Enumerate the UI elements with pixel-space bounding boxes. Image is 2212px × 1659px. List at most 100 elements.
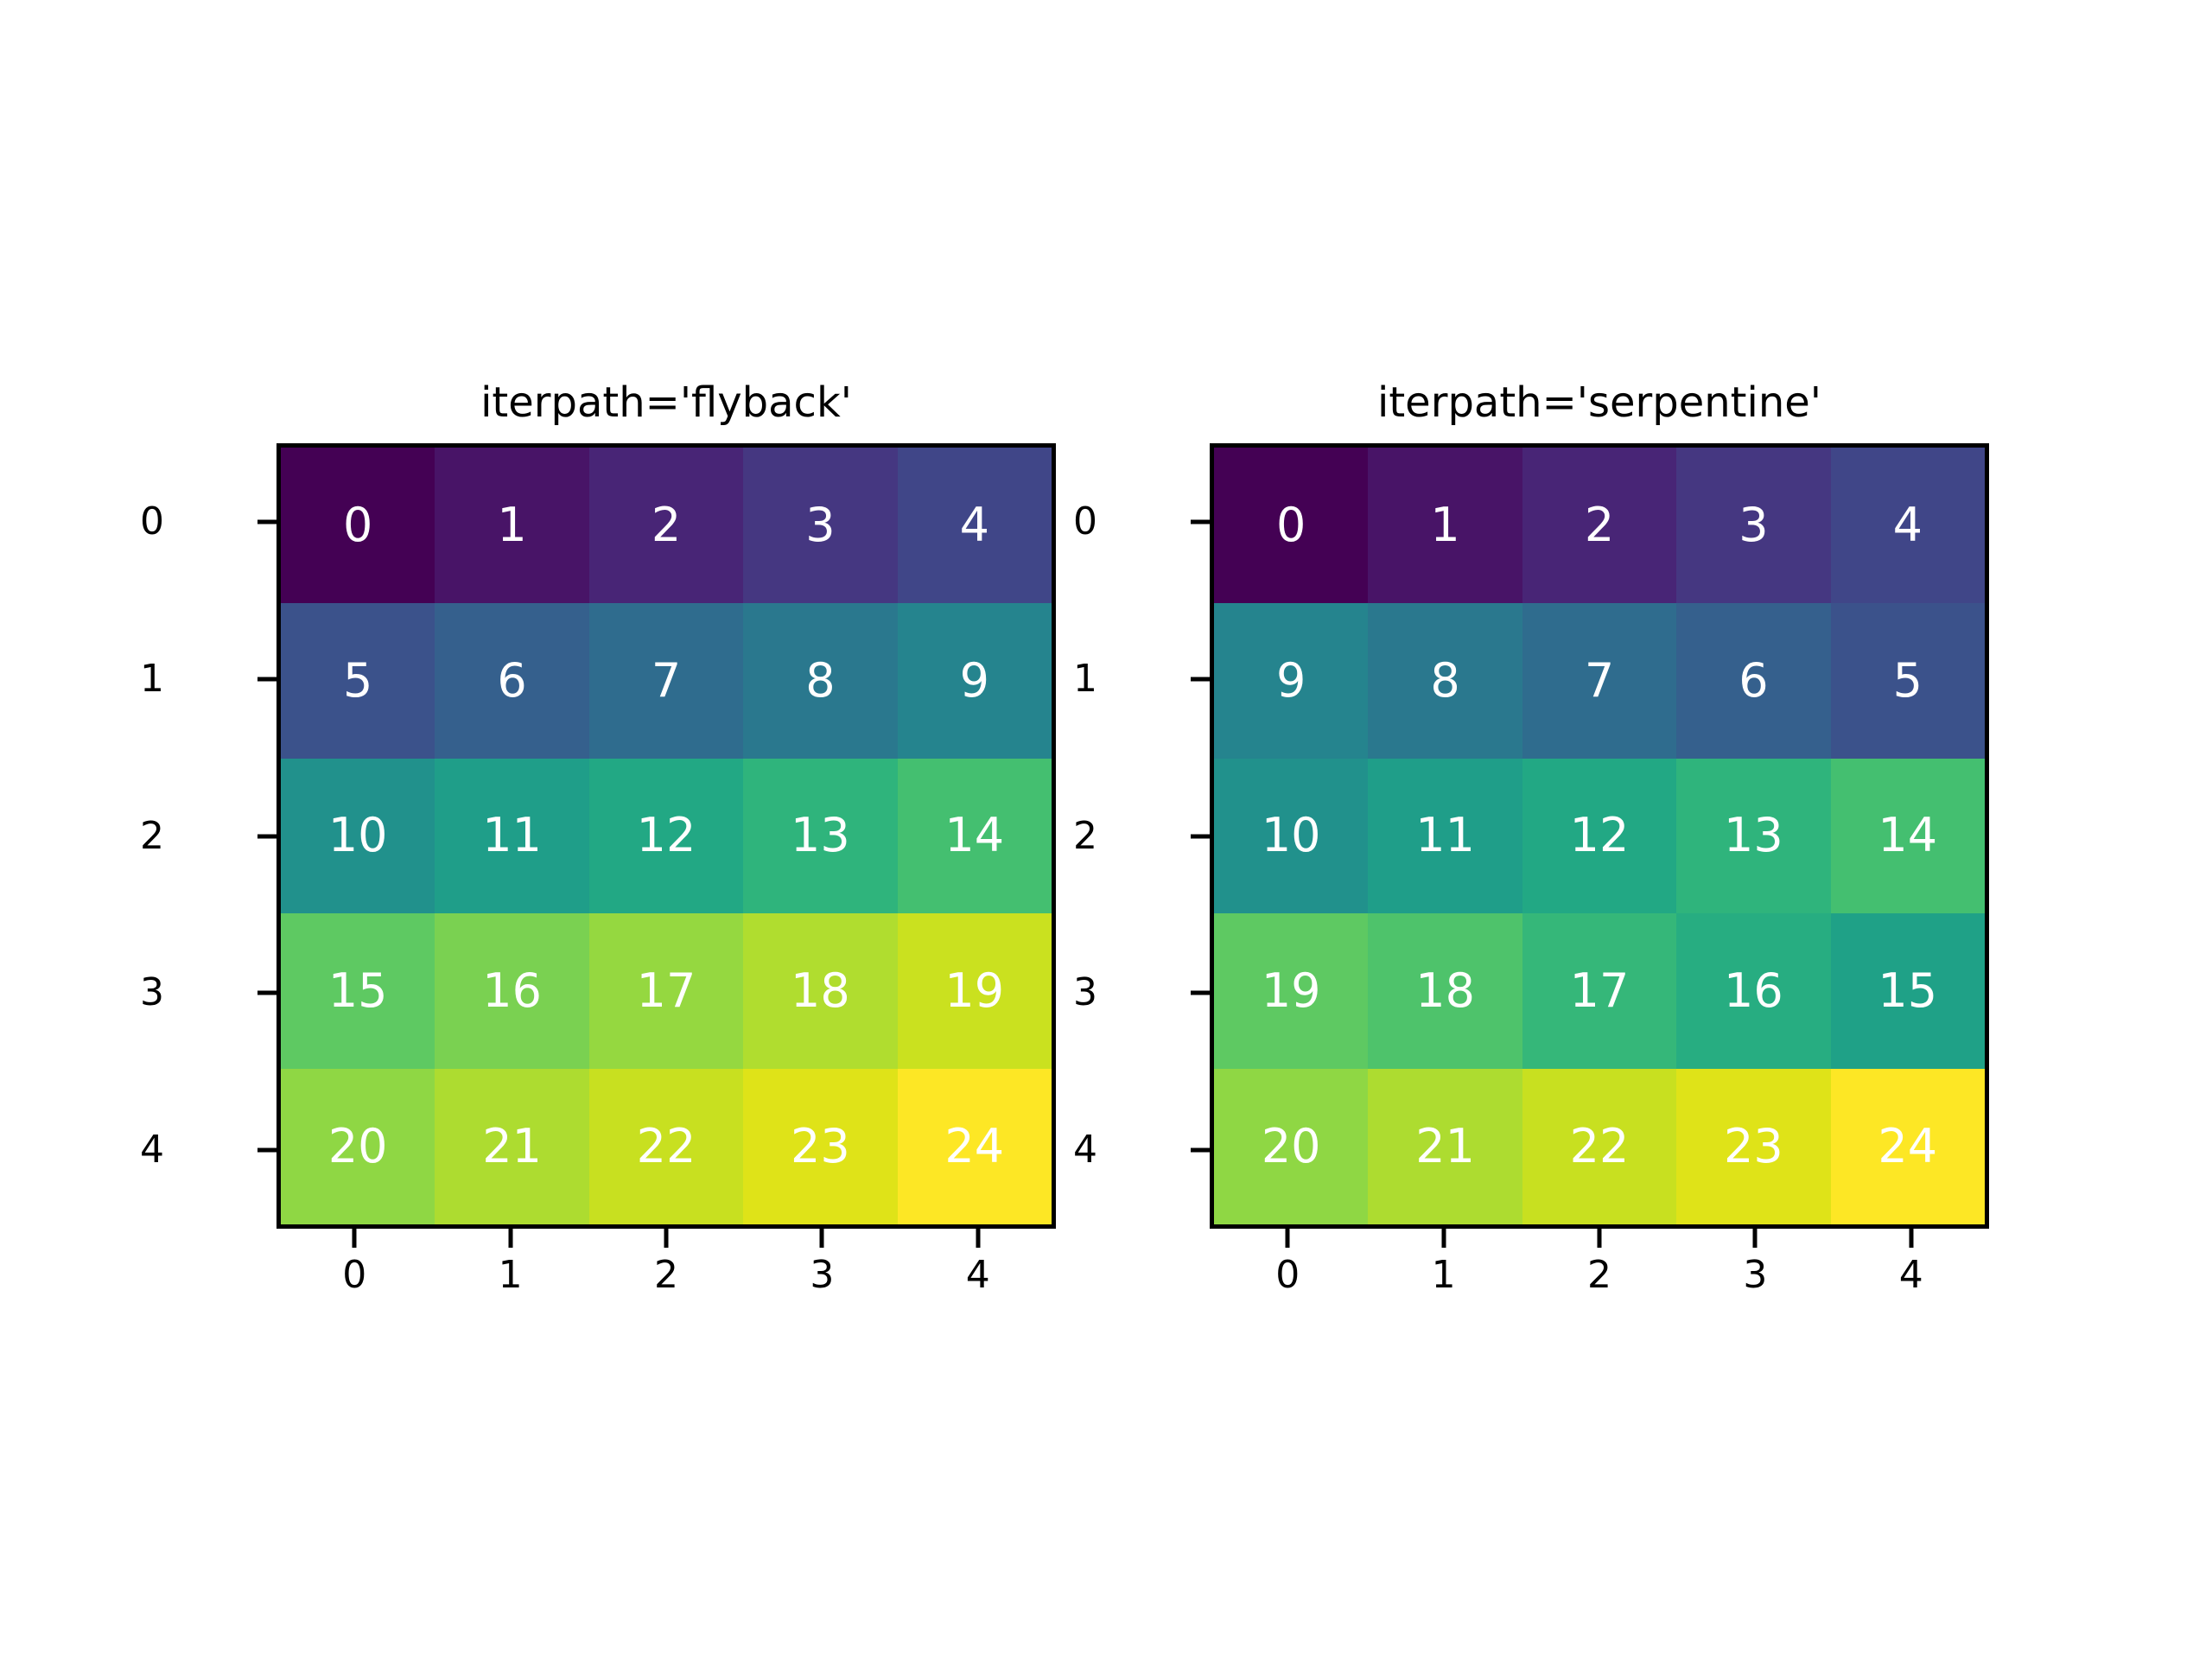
y-tick-mark-4 bbox=[257, 1147, 276, 1153]
heatmap-cell: 15 bbox=[281, 913, 435, 1070]
y-tick-label-1: 1 bbox=[140, 656, 164, 701]
heatmap-cell: 16 bbox=[435, 913, 589, 1070]
heatmap-cell: 9 bbox=[897, 602, 1052, 759]
x-tick-label-3: 3 bbox=[1743, 1253, 1768, 1297]
heatmap-cell: 8 bbox=[1368, 602, 1522, 759]
heatmap-cell-value: 2 bbox=[651, 497, 682, 552]
heatmap-cell-value: 7 bbox=[651, 652, 682, 708]
y-tick-mark-4 bbox=[1191, 1147, 1210, 1153]
heatmap-cell: 19 bbox=[1214, 913, 1369, 1070]
x-tick-mark-4 bbox=[976, 1229, 981, 1248]
x-tick-mark-0 bbox=[352, 1229, 357, 1248]
heatmap-cell-value: 13 bbox=[791, 808, 850, 863]
subplot-title-flyback: iterpath='flyback' bbox=[480, 378, 852, 427]
heatmap-cell-value: 6 bbox=[497, 652, 527, 708]
heatmap-cell: 17 bbox=[588, 913, 744, 1070]
heatmap-cell-value: 23 bbox=[1724, 1119, 1783, 1174]
heatmap-cell-value: 1 bbox=[497, 497, 527, 552]
heatmap-cell: 10 bbox=[1214, 758, 1369, 914]
heatmap-cell-value: 17 bbox=[1569, 963, 1630, 1019]
y-tick-label-0: 0 bbox=[140, 499, 164, 543]
heatmap-cell-value: 8 bbox=[1430, 652, 1460, 708]
heatmap-cell: 13 bbox=[743, 758, 898, 914]
heatmap-cell: 7 bbox=[1522, 602, 1677, 759]
y-tick-label-4: 4 bbox=[1073, 1128, 1097, 1173]
heatmap-cell: 23 bbox=[1676, 1069, 1831, 1224]
x-tick-label-1: 1 bbox=[1431, 1253, 1456, 1297]
heatmap-cell: 9 bbox=[1214, 602, 1369, 759]
heatmap-cell: 5 bbox=[1830, 602, 1985, 759]
x-tick-mark-2 bbox=[1597, 1229, 1602, 1248]
heatmap-cell: 3 bbox=[1676, 448, 1831, 603]
heatmap-cell: 11 bbox=[1368, 758, 1522, 914]
heatmap-cell-value: 5 bbox=[1892, 652, 1923, 708]
heatmap-cell-value: 19 bbox=[1261, 963, 1321, 1019]
heatmap-cell-value: 22 bbox=[636, 1119, 696, 1174]
heatmap-cell: 24 bbox=[1830, 1069, 1985, 1224]
heatmap-cell-value: 8 bbox=[805, 652, 836, 708]
heatmap-cell-value: 5 bbox=[343, 652, 373, 708]
heatmap-cell: 18 bbox=[1368, 913, 1522, 1070]
heatmap-cell-value: 23 bbox=[791, 1119, 850, 1174]
heatmap-cell: 20 bbox=[281, 1069, 435, 1224]
heatmap-cell: 6 bbox=[1676, 602, 1831, 759]
heatmap-cell: 12 bbox=[588, 758, 744, 914]
heatmap-cell-value: 10 bbox=[327, 808, 388, 863]
heatmap-cell: 18 bbox=[743, 913, 898, 1070]
heatmap-cell-value: 24 bbox=[944, 1119, 1005, 1174]
heatmap-cell: 13 bbox=[1676, 758, 1831, 914]
y-tick-mark-2 bbox=[1191, 834, 1210, 838]
x-tick-label-4: 4 bbox=[965, 1253, 990, 1297]
heatmap-cell-value: 18 bbox=[791, 963, 850, 1019]
heatmap-cell: 8 bbox=[743, 602, 898, 759]
heatmap-cell: 22 bbox=[588, 1069, 744, 1224]
x-tick-label-4: 4 bbox=[1898, 1253, 1923, 1297]
heatmap-cell: 6 bbox=[435, 602, 589, 759]
heatmap-cell: 21 bbox=[1368, 1069, 1522, 1224]
heatmap-cell: 22 bbox=[1522, 1069, 1677, 1224]
y-tick-label-4: 4 bbox=[140, 1128, 164, 1173]
x-tick-label-2: 2 bbox=[1587, 1253, 1611, 1297]
heatmap-cell-value: 3 bbox=[805, 497, 836, 552]
heatmap-cell-value: 12 bbox=[636, 808, 696, 863]
heatmap-cell: 16 bbox=[1676, 913, 1831, 1070]
heatmap-cell-value: 17 bbox=[636, 963, 696, 1019]
y-tick-label-3: 3 bbox=[140, 970, 164, 1015]
x-tick-mark-0 bbox=[1285, 1229, 1290, 1248]
heatmap-cell: 4 bbox=[897, 448, 1052, 603]
y-tick-mark-0 bbox=[1191, 519, 1210, 524]
heatmap-cell: 19 bbox=[897, 913, 1052, 1070]
y-tick-mark-2 bbox=[257, 834, 276, 838]
y-tick-mark-0 bbox=[257, 519, 276, 524]
y-tick-label-1: 1 bbox=[1073, 656, 1097, 701]
x-tick-mark-3 bbox=[1752, 1229, 1758, 1248]
heatmap-cell: 5 bbox=[281, 602, 435, 759]
heatmap-cell-value: 6 bbox=[1738, 652, 1769, 708]
heatmap-cell-value: 9 bbox=[1276, 652, 1306, 708]
x-tick-label-3: 3 bbox=[810, 1253, 835, 1297]
heatmap-cell-value: 16 bbox=[1724, 963, 1783, 1019]
heatmap-cell: 11 bbox=[435, 758, 589, 914]
heatmap-cell: 10 bbox=[281, 758, 435, 914]
subplot-flyback: iterpath='flyback' 0 1 2 3 4 0 1 2 3 4 0… bbox=[140, 372, 1056, 1305]
heatmap-cell: 17 bbox=[1522, 913, 1677, 1070]
heatmap-cell-value: 21 bbox=[482, 1119, 542, 1174]
heatmap-cell: 21 bbox=[435, 1069, 589, 1224]
heatmap-cell: 15 bbox=[1830, 913, 1985, 1070]
heatmap-cell-value: 10 bbox=[1261, 808, 1321, 863]
heatmap-cell-value: 22 bbox=[1569, 1119, 1630, 1174]
heatmap-cell-value: 14 bbox=[944, 808, 1005, 863]
subplot-serpentine: iterpath='serpentine' 0 1 2 3 4 0 1 2 3 … bbox=[1073, 372, 1989, 1305]
heatmap-cell-value: 2 bbox=[1584, 497, 1615, 552]
heatmap-cell-value: 15 bbox=[1878, 963, 1938, 1019]
heatmap-cell-value: 14 bbox=[1878, 808, 1938, 863]
heatmap-cell-value: 12 bbox=[1569, 808, 1630, 863]
x-tick-mark-2 bbox=[664, 1229, 669, 1248]
heatmap-cell: 14 bbox=[897, 758, 1052, 914]
y-tick-mark-3 bbox=[1191, 990, 1210, 995]
x-tick-label-1: 1 bbox=[498, 1253, 523, 1297]
heatmap-cell-value: 11 bbox=[1415, 808, 1475, 863]
